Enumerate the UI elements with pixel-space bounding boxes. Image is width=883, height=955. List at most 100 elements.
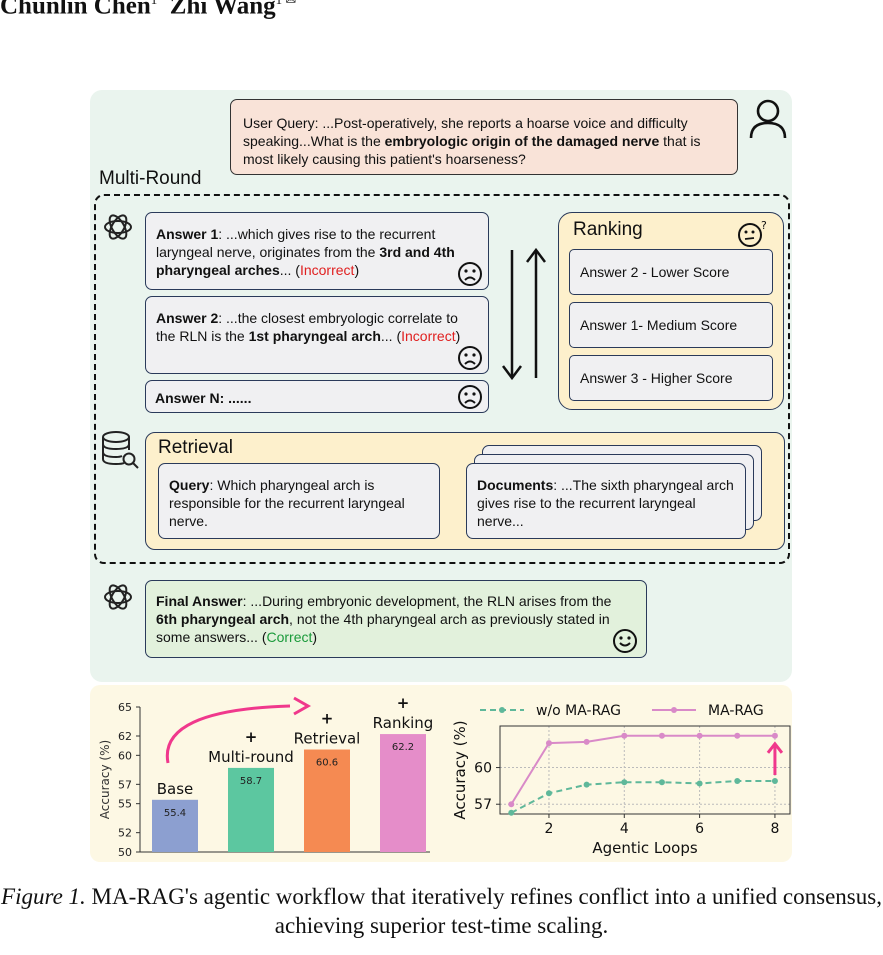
data-point	[734, 732, 741, 739]
caption-text: MA-RAG's agentic workflow that iterative…	[85, 884, 882, 938]
answer-highlight: 1st pharyngeal arch	[248, 328, 381, 344]
answer-label: Answer 1	[156, 226, 219, 242]
retrieval-query-text: : Which pharyngeal arch is responsible f…	[169, 477, 405, 529]
data-point	[621, 779, 628, 786]
y-tick-label: 57	[474, 797, 492, 813]
query-highlight: embryologic origin of the damaged nerve	[384, 133, 660, 149]
data-point	[696, 780, 703, 787]
data-point	[658, 779, 665, 786]
trend-arrowhead	[293, 696, 312, 716]
database-search-icon	[102, 431, 139, 469]
ranking-item: Answer 2 - Lower Score	[569, 249, 773, 295]
y-tick-label: 50	[118, 846, 132, 859]
data-point	[771, 732, 778, 739]
retrieval-title: Retrieval	[158, 437, 233, 458]
ranking-box: Ranking ? Answer 2 - Lower Score Answer …	[558, 212, 784, 410]
incorrect-tag: Incorrect	[401, 328, 456, 344]
documents-text: : ...The sixth pharyngeal arch gives ris…	[477, 477, 734, 529]
y-tick-label: 65	[118, 701, 132, 714]
retrieval-box: Retrieval Query: Which pharyngeal arch i…	[145, 432, 785, 550]
ranking-title: Ranking	[573, 219, 643, 240]
answer-label: Answer 2	[156, 310, 219, 326]
data-point	[771, 778, 778, 784]
query-text: : ...Post-operatively, she reports a hoa…	[243, 115, 688, 149]
x-tick-label: 6	[695, 821, 704, 837]
y-axis-label: Accuracy (%)	[451, 720, 469, 819]
legend-label: MA-RAG	[708, 703, 764, 719]
figure-number: Figure 1.	[1, 884, 86, 909]
llm-logo-icon	[104, 584, 132, 610]
bar-value-label: 60.6	[316, 758, 338, 769]
bar-category-label: Base	[157, 780, 194, 798]
paren-close: )	[354, 262, 360, 278]
plot-frame	[499, 725, 791, 815]
x-tick-label: 4	[620, 821, 629, 837]
thinking-face-icon: ?	[738, 219, 767, 247]
data-point	[696, 732, 703, 739]
data-point	[583, 738, 590, 745]
documents-label: Documents	[477, 477, 554, 493]
bar-category-prefix: +	[245, 728, 258, 746]
sad-face-icon	[458, 346, 482, 370]
svg-text:?: ?	[761, 219, 767, 232]
y-tick-label: 55	[118, 798, 132, 811]
llm-logo-icon	[104, 214, 132, 240]
correct-tag: Correct	[266, 629, 313, 645]
paren-close: )	[455, 328, 461, 344]
final-answer-text: : ...During embryonic development, the R…	[242, 593, 612, 609]
bar	[152, 799, 198, 852]
incorrect-tag: Incorrect	[299, 262, 355, 278]
figure-caption: Figure 1. MA-RAG's agentic workflow that…	[0, 882, 883, 940]
x-tick-label: 2	[545, 821, 554, 837]
y-tick-label: 60	[474, 761, 492, 777]
query-text-end: that is most likely causing this patient…	[243, 133, 701, 167]
query-label: User Query	[243, 115, 315, 131]
final-answer-highlight: 6th pharyngeal arch	[156, 611, 290, 627]
y-tick-label: 57	[118, 778, 132, 791]
bar	[304, 749, 350, 852]
y-tick-label: 62	[118, 730, 132, 743]
charts-panel	[90, 685, 792, 862]
answer-text-end: ... (	[380, 328, 402, 344]
sad-face-icon	[458, 262, 482, 286]
affiliation-mark: 1	[151, 0, 158, 7]
multi-round-label: Multi-Round	[99, 168, 202, 189]
data-point	[734, 778, 741, 784]
legend-marker	[499, 707, 505, 713]
trend-arrow	[165, 704, 291, 764]
answer-highlight: 3rd and 4th pharyngeal arches	[156, 244, 455, 278]
answer-text: : ...the closest embryologic correlate t…	[156, 310, 458, 344]
retrieval-query-label: Query	[169, 477, 210, 493]
x-tick-label: 8	[770, 821, 779, 837]
user-icon	[749, 99, 787, 139]
retrieval-query-box: Query: Which pharyngeal arch is responsi…	[158, 463, 440, 539]
data-point	[583, 781, 590, 788]
bar-category-label: Multi-round	[208, 748, 294, 766]
multi-round-region	[94, 194, 790, 564]
answer-text: : ...which gives rise to the recurrent l…	[156, 226, 436, 260]
final-answer-label: Final Answer	[156, 593, 243, 609]
improvement-arrowhead	[766, 741, 784, 754]
y-axis-label: Accuracy (%)	[98, 740, 112, 819]
user-query-box: User Query: ...Post-operatively, she rep…	[230, 99, 738, 175]
bar-category-prefix: +	[321, 710, 334, 728]
bar-category-label: Retrieval	[294, 730, 361, 748]
series-line	[510, 780, 775, 814]
y-tick-label: 60	[118, 749, 132, 762]
bar	[228, 767, 274, 852]
series-line	[510, 734, 775, 805]
retrieval-documents-box: Documents: ...The sixth pharyngeal arch …	[466, 463, 746, 539]
exchange-arrows-icon	[502, 247, 546, 381]
paren-close: )	[312, 629, 318, 645]
bar-category-prefix: +	[397, 694, 410, 712]
answer-label: Answer N: ......	[155, 390, 252, 406]
author-name: Zhi Wang	[169, 0, 276, 20]
y-tick-label: 52	[118, 827, 132, 840]
data-point	[508, 801, 515, 808]
author-name: Chunlin Chen	[0, 0, 151, 20]
answer-n-box: Answer N: ......	[145, 380, 489, 413]
bar-category-label: Ranking	[373, 714, 434, 732]
affiliation-mark: 1 ✉	[276, 0, 297, 7]
